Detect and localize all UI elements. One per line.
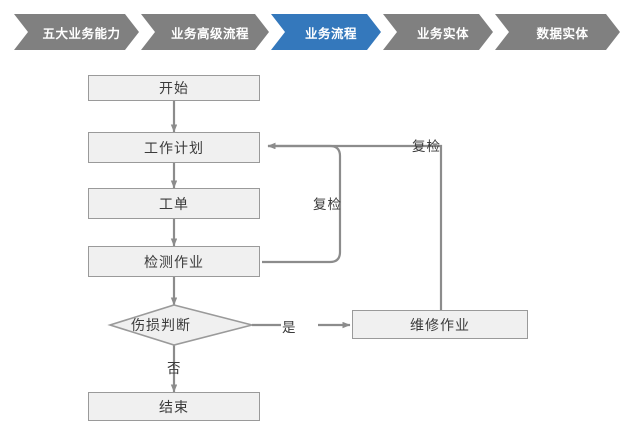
node-repair[interactable]: 维修作业 [352,310,528,339]
node-start-label: 开始 [159,80,189,96]
node-inspection[interactable]: 检测作业 [88,246,260,277]
node-work-plan-label: 工作计划 [144,139,204,156]
flowchart: 开始 工作计划 工单 检测作业 伤损判断 维修作业 结束 是 否 复检 复检 [0,52,634,439]
breadcrumb-item-4[interactable]: 数据实体 [495,14,620,50]
flowchart-connectors [107,101,443,393]
breadcrumb-item-1[interactable]: 业务高级流程 [141,14,269,50]
node-work-plan[interactable]: 工作计划 [88,132,260,163]
breadcrumb-label-0: 五大业务能力 [42,26,121,41]
edge-label-yes: 是 [282,320,297,335]
breadcrumb-label-4: 数据实体 [536,26,589,41]
breadcrumb: 五大业务能力 业务高级流程 业务流程 业务实体 数据实体 [0,14,634,50]
breadcrumb-item-0[interactable]: 五大业务能力 [14,14,139,50]
decision-diamond-shape [107,304,253,346]
edge-label-no: 否 [167,361,182,376]
node-repair-label: 维修作业 [410,316,470,333]
node-inspection-label: 检测作业 [144,253,204,270]
node-start[interactable]: 开始 [88,75,260,101]
breadcrumb-item-2[interactable]: 业务流程 [271,14,381,50]
node-end[interactable]: 结束 [88,392,260,421]
node-work-order[interactable]: 工单 [88,188,260,219]
edge-label-recheck-outer: 复检 [412,139,441,154]
node-end-label: 结束 [159,398,189,415]
breadcrumb-label-2: 业务流程 [304,26,357,41]
edge-label-recheck-inner: 复检 [313,197,342,212]
breadcrumb-label-1: 业务高级流程 [170,26,249,41]
breadcrumb-label-3: 业务实体 [416,26,469,41]
breadcrumb-item-3[interactable]: 业务实体 [383,14,493,50]
node-judgment-label: 伤损判断 [131,317,191,333]
edge-repair-recheck-to-work-plan [267,142,443,310]
node-work-order-label: 工单 [159,195,189,212]
node-judgment[interactable]: 伤损判断 [131,315,191,335]
